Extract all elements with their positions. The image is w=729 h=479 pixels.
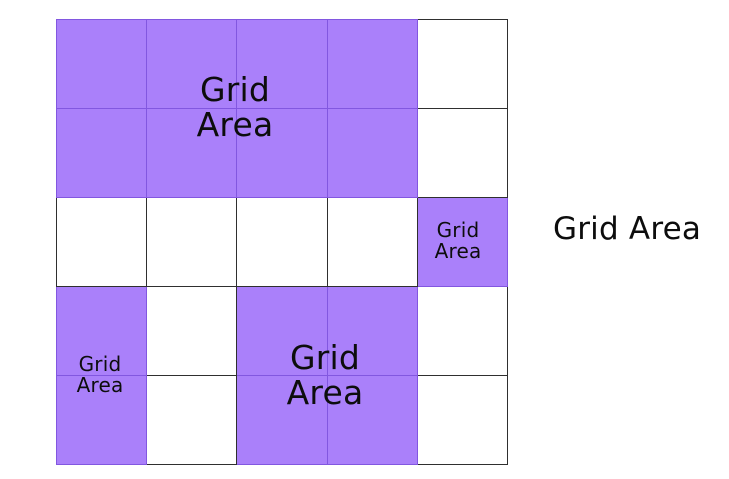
grid-cell-r2c1 [55,108,148,198]
grid-cell-r2c4 [326,108,418,198]
grid-cell-r2c5 [416,108,509,198]
grid-cell-r5c3 [236,375,328,465]
grid-cell-r4c3 [236,286,328,376]
grid-cell-r1c5 [416,19,509,109]
grid-cell-r5c2 [146,375,238,465]
grid-row [55,19,509,109]
grid-cell-r1c3 [236,19,328,109]
grid-cell-r1c1 [55,19,148,109]
grid-cell-r3c2 [146,197,238,287]
grid-cell-r3c3 [236,197,328,287]
grid-row [55,286,509,376]
grid-cell-r3c1 [55,197,148,287]
grid-cell-r3c4 [326,197,418,287]
grid-cell-r5c1 [55,375,148,465]
grid-row [55,108,509,198]
grid-cell-r2c3 [236,108,328,198]
grid-cell-r4c1 [55,286,148,376]
grid-cell-r4c5 [416,286,509,376]
grid-cell-r5c5 [416,375,509,465]
grid-cell-r4c4 [326,286,418,376]
diagram-caption: Grid Area [553,211,702,247]
grid-cell-r3c5 [416,197,509,287]
grid-cell-r5c4 [326,375,418,465]
grid-cell-r4c2 [146,286,238,376]
grid-cell-r1c4 [326,19,418,109]
grid-figure: Grid Area Grid Area Grid Area Grid Area [55,19,509,465]
grid-row [55,197,509,287]
grid-cell-r2c2 [146,108,238,198]
grid-table [55,19,509,465]
grid-row [55,375,509,465]
grid-cell-r1c2 [146,19,238,109]
